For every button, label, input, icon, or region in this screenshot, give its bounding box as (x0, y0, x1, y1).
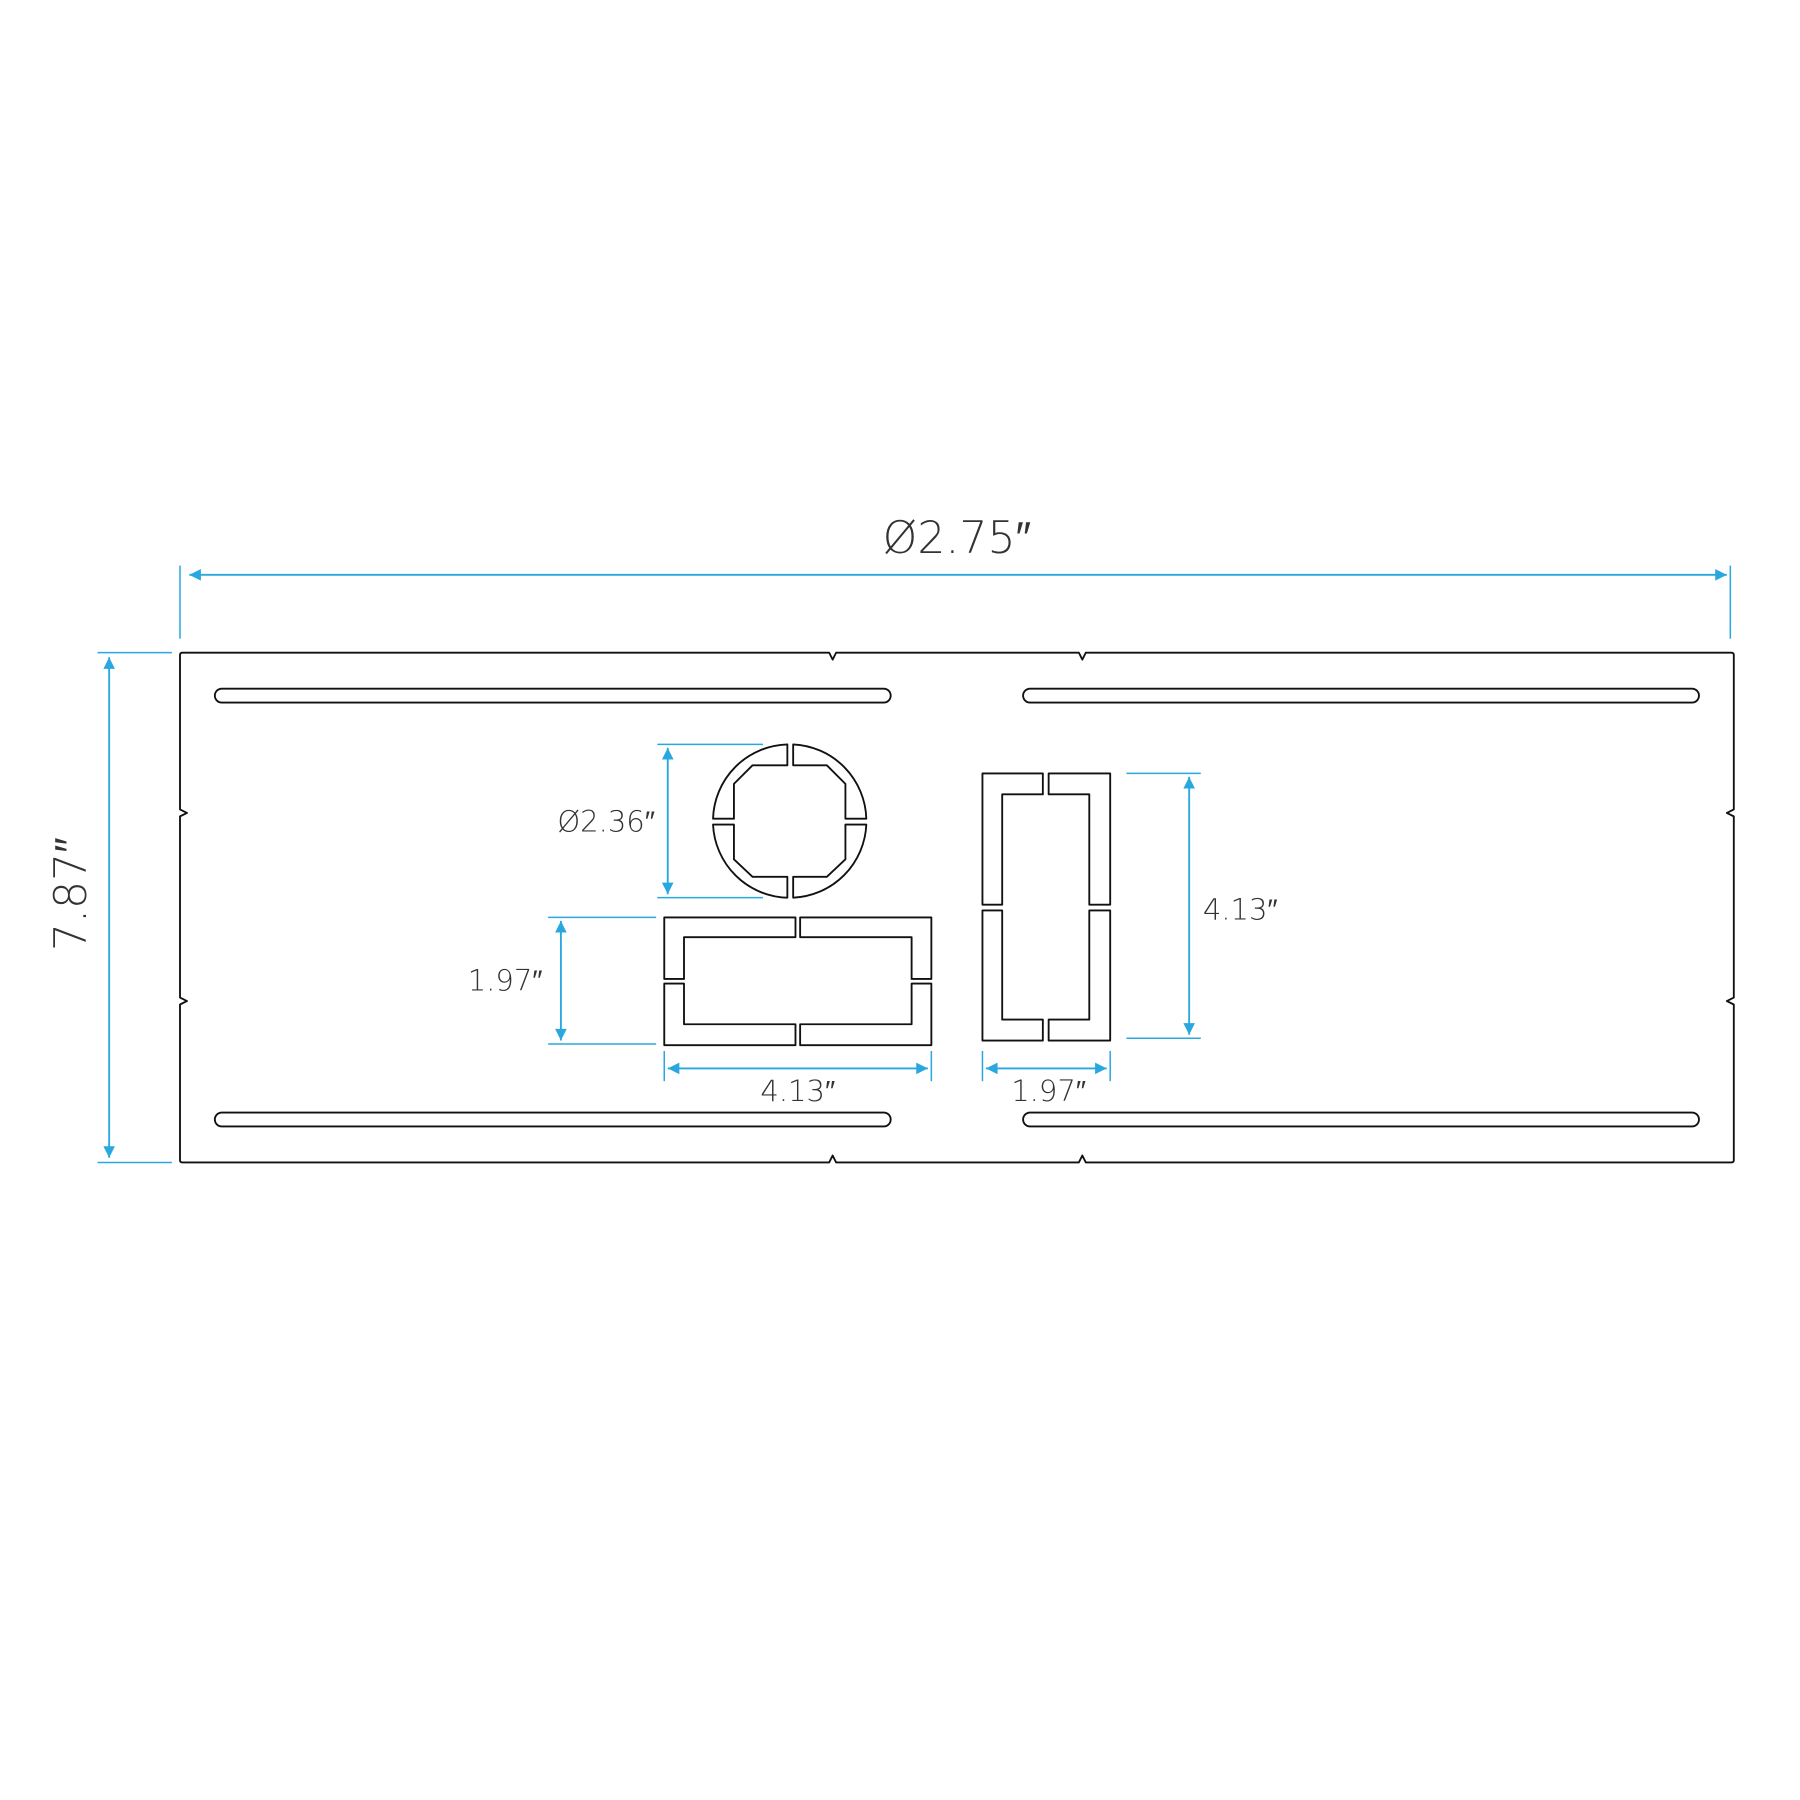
overall-height-label: 7.87″ (46, 837, 97, 951)
slot-bottom-right (1022, 1111, 1700, 1128)
slot-bottom-left (213, 1111, 892, 1128)
overall-width-label: Ø2.75″ (883, 513, 1032, 564)
horizontal-rect-height-dimension: 1.97″ (468, 916, 657, 1045)
slot-top-right (1022, 687, 1700, 704)
horizontal-rect-width-label: 4.13″ (760, 1074, 835, 1108)
horizontal-rect-height-label: 1.97″ (468, 964, 543, 998)
vertical-rect-knockout (981, 772, 1112, 1042)
round-knockout-label: Ø2.36″ (557, 804, 655, 838)
horizontal-rect-width-dimension: 4.13″ (663, 1050, 933, 1108)
round-knockout-dimension: Ø2.36″ (557, 743, 763, 899)
vertical-rect-width-dimension: 1.97″ (981, 1050, 1111, 1108)
vertical-rect-height-label: 4.13″ (1203, 893, 1278, 927)
horizontal-rect-knockout (663, 916, 933, 1047)
vertical-rect-width-label: 1.97″ (1011, 1074, 1086, 1108)
overall-width-dimension: Ø2.75″ (179, 513, 1732, 639)
round-knockout (712, 743, 868, 899)
overall-height-dimension: 7.87″ (46, 651, 172, 1164)
plate-outline (179, 651, 1735, 1164)
vertical-rect-height-dimension: 4.13″ (1126, 772, 1278, 1039)
slot-top-left (213, 687, 892, 704)
